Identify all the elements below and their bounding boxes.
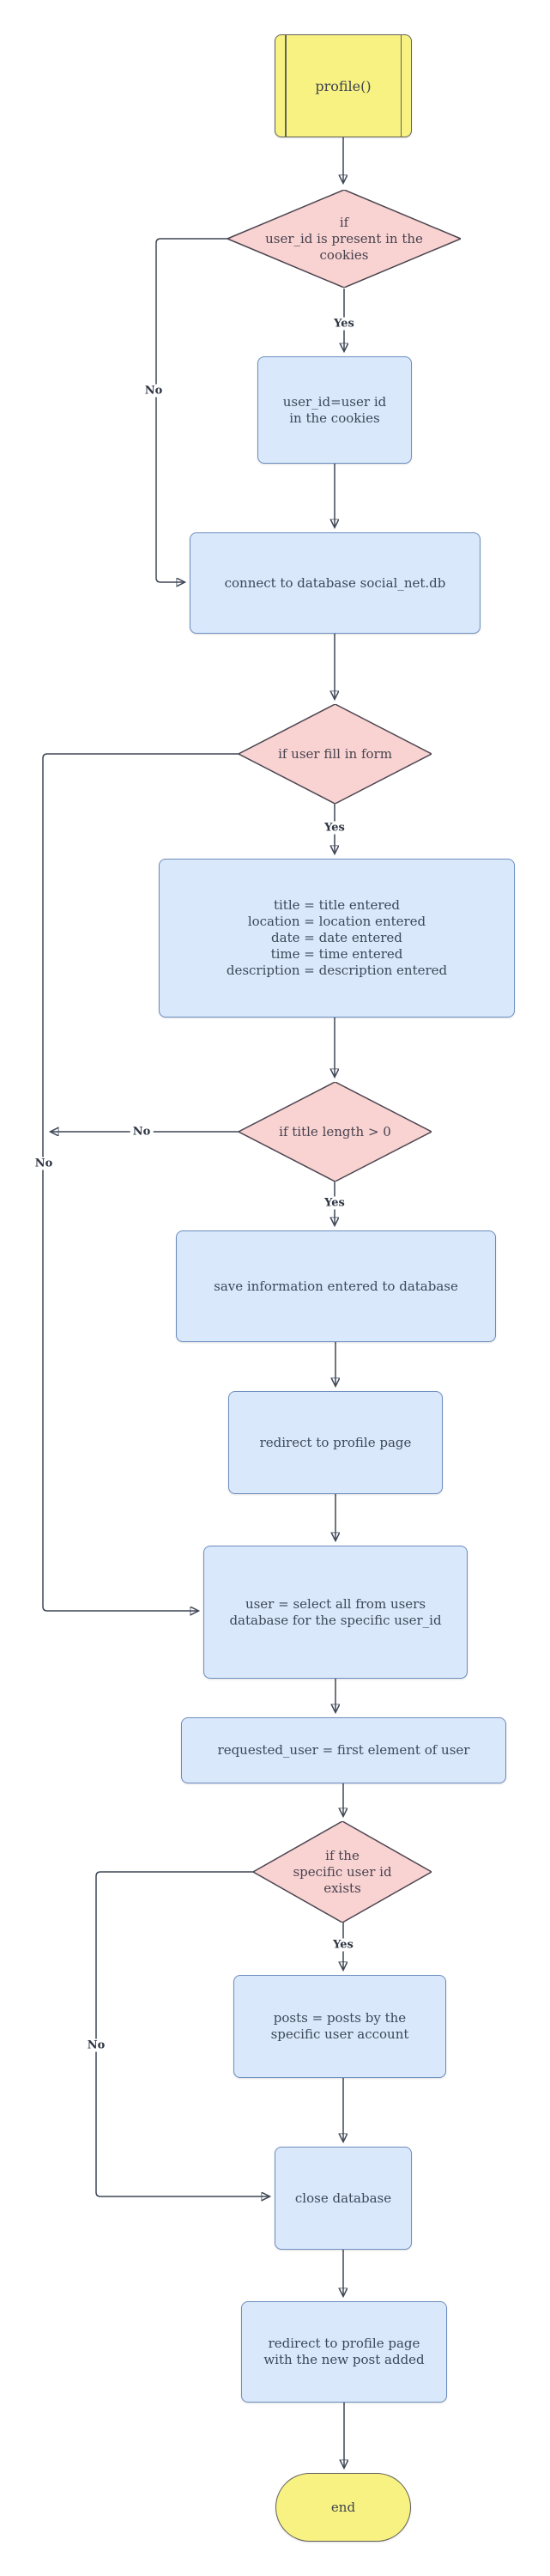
edge-label-yes-exists-check: Yes [330,1938,356,1952]
decision-user-id-in-cookies: if user_id is present in the cookies [227,190,461,288]
process-save-information: save information entered to database [176,1230,496,1342]
process-redirect-new-post-label: redirect to profile page with the new po… [263,2336,425,2367]
process-connect-database-label: connect to database social_net.db [224,574,446,591]
diamond-shape [239,704,432,804]
decision-title-length-label: if title length > 0 [279,1123,391,1139]
process-requested-user: requested_user = first element of user [181,1717,506,1783]
decision-user-id-in-cookies-label: if user_id is present in the cookies [265,214,423,263]
process-form-values-label: title = title entered location = locatio… [226,897,448,978]
process-set-user-id: user_id=user id in the cookies [257,356,412,464]
edge-label-no-cookie-check: No [142,384,166,398]
decision-title-length: if title length > 0 [239,1082,432,1182]
edge-label-yes-form-check: Yes [322,821,348,835]
process-get-posts: posts = posts by the specific user accou… [233,1975,446,2078]
process-select-user-label: user = select all from users database fo… [229,1595,442,1628]
process-close-database: close database [275,2147,412,2250]
process-select-user: user = select all from users database fo… [203,1546,468,1679]
process-redirect-profile: redirect to profile page [228,1391,443,1494]
edge-label-yes-title-check: Yes [322,1196,348,1210]
decision-user-id-exists-label: if the specific user id exists [293,1847,392,1896]
process-save-information-label: save information entered to database [214,1278,458,1294]
diamond-shape [253,1821,432,1923]
diamond-shape [239,1082,432,1182]
end-label: end [330,2499,356,2515]
edge-label-no-exists-check: No [84,2038,108,2052]
process-get-posts-label: posts = posts by the specific user accou… [270,2010,409,2042]
edge-label-no-title-check: No [130,1125,154,1139]
process-redirect-new-post: redirect to profile page with the new po… [241,2301,447,2403]
start-label: profile() [315,77,372,94]
end-node: end [275,2473,411,2542]
edge-label-no-form-check: No [32,1157,56,1170]
predefined-process-bar-left [285,35,287,137]
diamond-shape [227,190,461,288]
decision-user-fill-form-label: if user fill in form [278,745,392,762]
process-connect-database: connect to database social_net.db [190,532,480,634]
edge-label-yes-cookie-check: Yes [331,317,357,331]
process-requested-user-label: requested_user = first element of user [217,1742,470,1758]
decision-user-fill-form: if user fill in form [239,704,432,804]
decision-user-id-exists: if the specific user id exists [253,1821,432,1923]
process-close-database-label: close database [294,2190,392,2206]
predefined-process-bar-right [400,35,402,137]
process-form-values: title = title entered location = locatio… [159,859,515,1018]
process-set-user-id-label: user_id=user id in the cookies [282,393,387,426]
process-redirect-profile-label: redirect to profile page [259,1434,412,1450]
start-node: profile() [275,34,412,137]
